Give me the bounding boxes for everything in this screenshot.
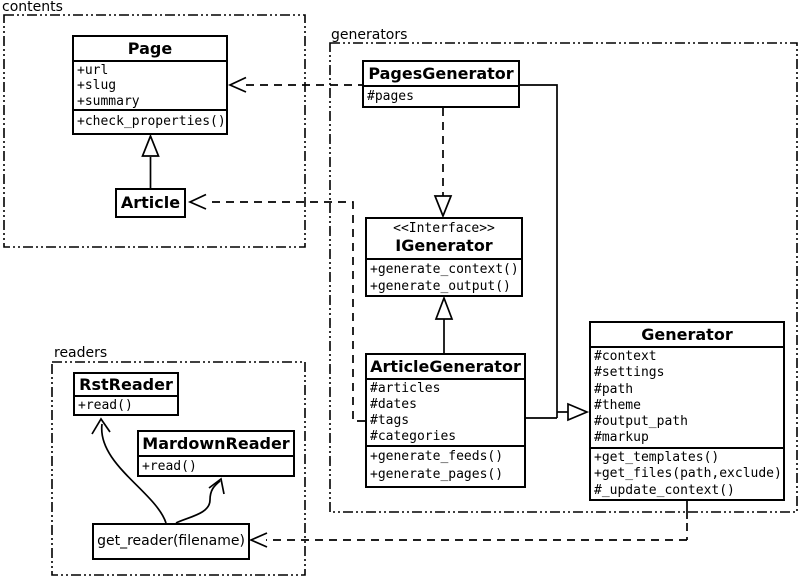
class-page-methods: +check_properties() bbox=[74, 111, 226, 131]
class-pagesgenerator-attributes: #pages bbox=[364, 87, 518, 106]
attribute: #theme bbox=[594, 397, 641, 413]
class-articlegenerator: ArticleGenerator #articles #dates #tags … bbox=[365, 353, 526, 488]
class-pagesgenerator-name: PagesGenerator bbox=[364, 62, 518, 87]
class-articlegenerator-attributes: #articles #dates #tags #categories bbox=[367, 380, 524, 447]
attribute: +url bbox=[77, 63, 109, 78]
generalization-pagesgenerator-to-generator bbox=[520, 84, 590, 422]
class-mardownreader-name: MardownReader bbox=[139, 432, 293, 457]
class-rstreader-name: RstReader bbox=[75, 374, 177, 397]
class-generator-methods: +get_templates() +get_files(path,exclude… bbox=[591, 449, 783, 499]
class-articlegenerator-name: ArticleGenerator bbox=[367, 355, 524, 380]
class-mardownreader-methods: +read() bbox=[139, 457, 293, 475]
class-page-attributes: +url +slug +summary bbox=[74, 62, 226, 111]
attribute: #tags bbox=[370, 413, 410, 428]
class-generator: Generator #context #settings #path #them… bbox=[589, 321, 785, 501]
attribute: #settings bbox=[594, 365, 665, 381]
function-get-reader: get_reader(filename) bbox=[92, 523, 250, 560]
class-igenerator-stereotype: <<Interface>> bbox=[393, 221, 495, 236]
arrow-getreader-to-rstreader bbox=[91, 417, 167, 524]
readers-package-border bbox=[51, 361, 306, 576]
attribute: +slug bbox=[77, 78, 117, 94]
method: +get_templates() bbox=[594, 450, 720, 465]
class-page-name: Page bbox=[74, 37, 226, 62]
class-articlegenerator-methods: +generate_feeds() +generate_pages() bbox=[367, 447, 524, 484]
method: +check_properties() bbox=[77, 114, 226, 129]
arrow-getreader-to-mardownreader bbox=[175, 477, 225, 524]
method: +generate_feeds() bbox=[370, 449, 504, 464]
contents-package-label: contents bbox=[2, 0, 63, 15]
contents-package-border bbox=[3, 14, 306, 248]
class-pagesgenerator: PagesGenerator #pages bbox=[362, 60, 520, 108]
method: +read() bbox=[78, 398, 133, 413]
readers-package-label: readers bbox=[54, 345, 108, 361]
dependency-generator-to-getreader bbox=[248, 501, 688, 548]
method: +read() bbox=[142, 459, 197, 474]
class-igenerator-header: <<Interface>> IGenerator bbox=[367, 219, 521, 260]
class-rstreader-methods: +read() bbox=[75, 397, 177, 414]
class-generator-attributes: #context #settings #path #theme #output_… bbox=[591, 348, 783, 449]
class-rstreader: RstReader +read() bbox=[73, 372, 179, 416]
attribute: #articles bbox=[370, 381, 441, 396]
method: +generate_output() bbox=[370, 279, 511, 294]
attribute: #path bbox=[594, 381, 634, 397]
function-get-reader-label: get_reader(filename) bbox=[97, 533, 245, 549]
class-page: Page +url +slug +summary +check_properti… bbox=[72, 35, 228, 135]
dependency-articlegenerator-to-article bbox=[187, 193, 365, 422]
dependency-pagesgenerator-to-page bbox=[227, 76, 362, 93]
attribute: #pages bbox=[367, 89, 414, 104]
generators-package-border bbox=[329, 42, 798, 513]
generators-package-label: generators bbox=[331, 27, 408, 43]
class-mardownreader: MardownReader +read() bbox=[137, 430, 295, 477]
generalization-article-to-page bbox=[141, 133, 160, 188]
attribute: #output_path bbox=[594, 414, 688, 430]
generalization-articlegenerator-to-igenerator bbox=[434, 295, 454, 353]
attribute: #context bbox=[594, 349, 657, 364]
class-igenerator: <<Interface>> IGenerator +generate_conte… bbox=[365, 217, 523, 297]
method: +generate_pages() bbox=[370, 467, 504, 482]
class-generator-name: Generator bbox=[591, 323, 783, 348]
class-igenerator-methods: +generate_context() +generate_output() bbox=[367, 260, 521, 295]
method: #_update_context() bbox=[594, 482, 735, 498]
attribute: #markup bbox=[594, 430, 649, 446]
class-igenerator-name: IGenerator bbox=[395, 236, 493, 255]
attribute: #dates bbox=[370, 397, 417, 412]
realization-pagesgenerator-to-igenerator bbox=[433, 108, 453, 219]
attribute: #categories bbox=[370, 429, 457, 444]
class-article-name: Article bbox=[120, 193, 181, 212]
attribute: +summary bbox=[77, 93, 140, 109]
class-article: Article bbox=[115, 188, 186, 218]
method: +get_files(path,exclude) bbox=[594, 466, 782, 482]
method: +generate_context() bbox=[370, 262, 519, 277]
